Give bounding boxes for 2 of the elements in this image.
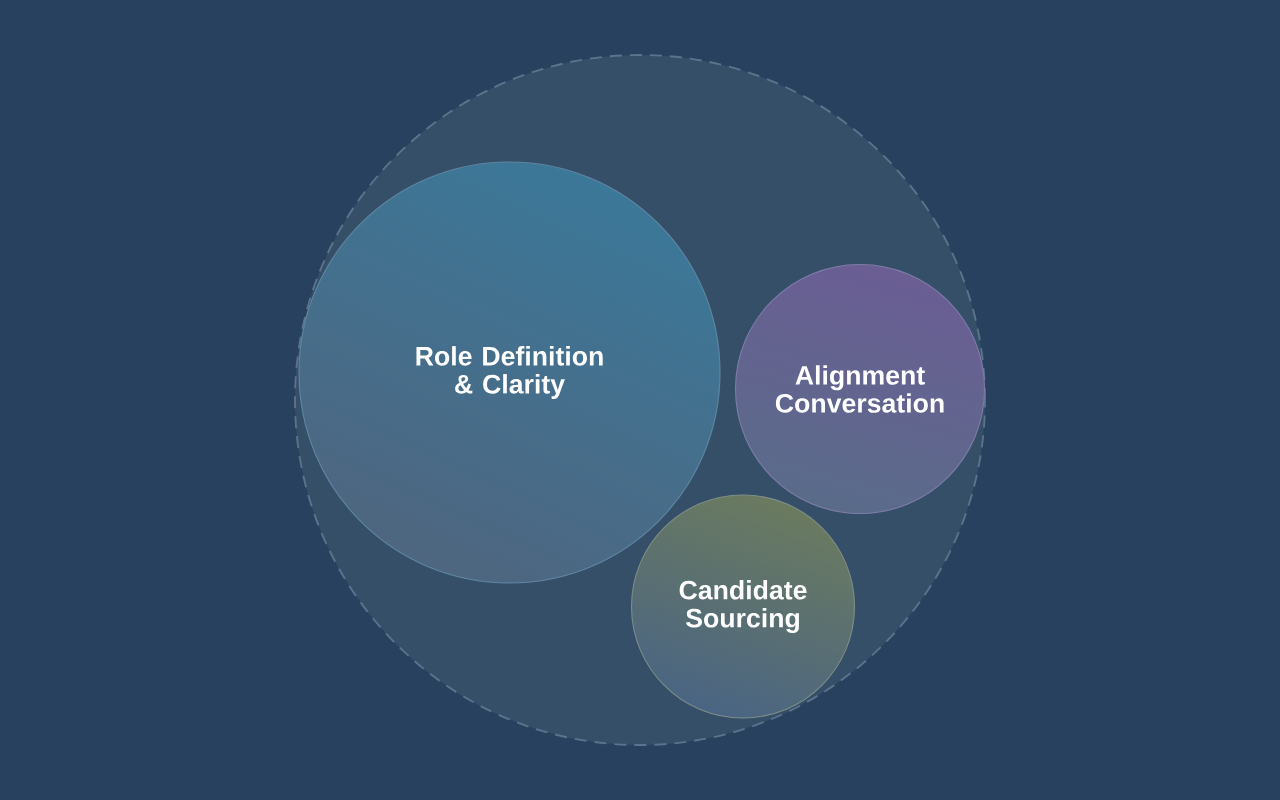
bubble: Candidate Sourcing xyxy=(630,494,856,719)
bubble: Alignment Conversation xyxy=(734,263,986,515)
